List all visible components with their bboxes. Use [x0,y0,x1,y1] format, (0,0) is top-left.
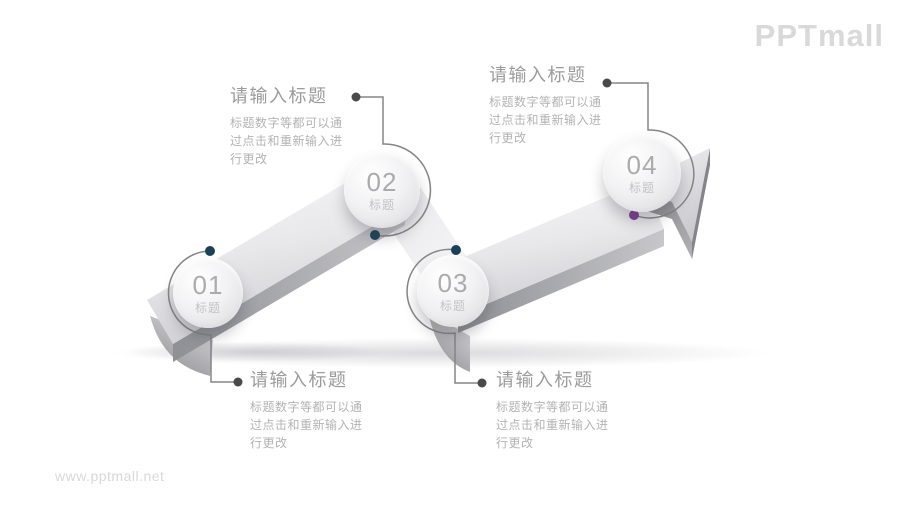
callout-title: 请输入标题 [496,370,594,390]
arrow-segment-3 [438,181,664,316]
callout-connector-1 [167,250,236,383]
callout-title: 请输入标题 [250,370,348,390]
step-circle-4: 04 标题 [603,134,681,212]
step-circle-2: 02 标题 [344,152,420,228]
callout-dot-3 [477,378,487,388]
step-label: 标题 [439,299,466,313]
step-number: 02 [366,167,398,197]
callout-title: 请输入标题 [489,65,587,85]
step-number: 04 [626,150,658,180]
callout-body: 标题数字等都可以通过点击和重新输入进行更改 [250,399,363,450]
callout-body: 标题数字等都可以通过点击和重新输入进行更改 [230,115,343,166]
step-circle-1: 01 标题 [173,258,243,328]
callout-block-2: 请输入标题 标题数字等都可以通过点击和重新输入进行更改 [230,86,348,168]
step-circle-3: 03 标题 [417,255,489,327]
callout-dot-4 [602,78,612,88]
step-4-accent-dot [629,210,639,220]
arrow-segment-3-side [458,229,664,333]
step-3-accent-dot [451,245,461,255]
callout-connector-3 [406,248,480,384]
pptmall-logo: PPTmall [754,18,884,53]
callout-title: 请输入标题 [230,86,328,106]
step-number: 03 [437,268,469,298]
callout-block-1: 请输入标题 标题数字等都可以通过点击和重新输入进行更改 [250,370,368,452]
callout-body: 标题数字等都可以通过点击和重新输入进行更改 [489,94,602,145]
callout-block-3: 请输入标题 标题数字等都可以通过点击和重新输入进行更改 [496,370,614,452]
step-number: 01 [192,270,224,300]
step-label: 标题 [194,301,221,315]
callout-block-4: 请输入标题 标题数字等都可以通过点击和重新输入进行更改 [489,65,607,147]
step-2-accent-dot [370,230,380,240]
ribbon-fold-3 [428,312,470,372]
callout-connector-4 [607,82,695,219]
arrow-segment-1-side [173,207,405,362]
step-1-accent-dot [205,246,215,256]
callout-dot-1 [233,377,243,387]
callout-body: 标题数字等都可以通过点击和重新输入进行更改 [496,399,609,450]
callout-connector-2 [356,96,432,237]
arrow-head-right-face [692,148,710,259]
callout-dot-2 [351,92,361,102]
step-label: 标题 [368,198,395,212]
watermark-url: www.pptmall.net [55,468,165,484]
step-label: 标题 [628,181,655,195]
